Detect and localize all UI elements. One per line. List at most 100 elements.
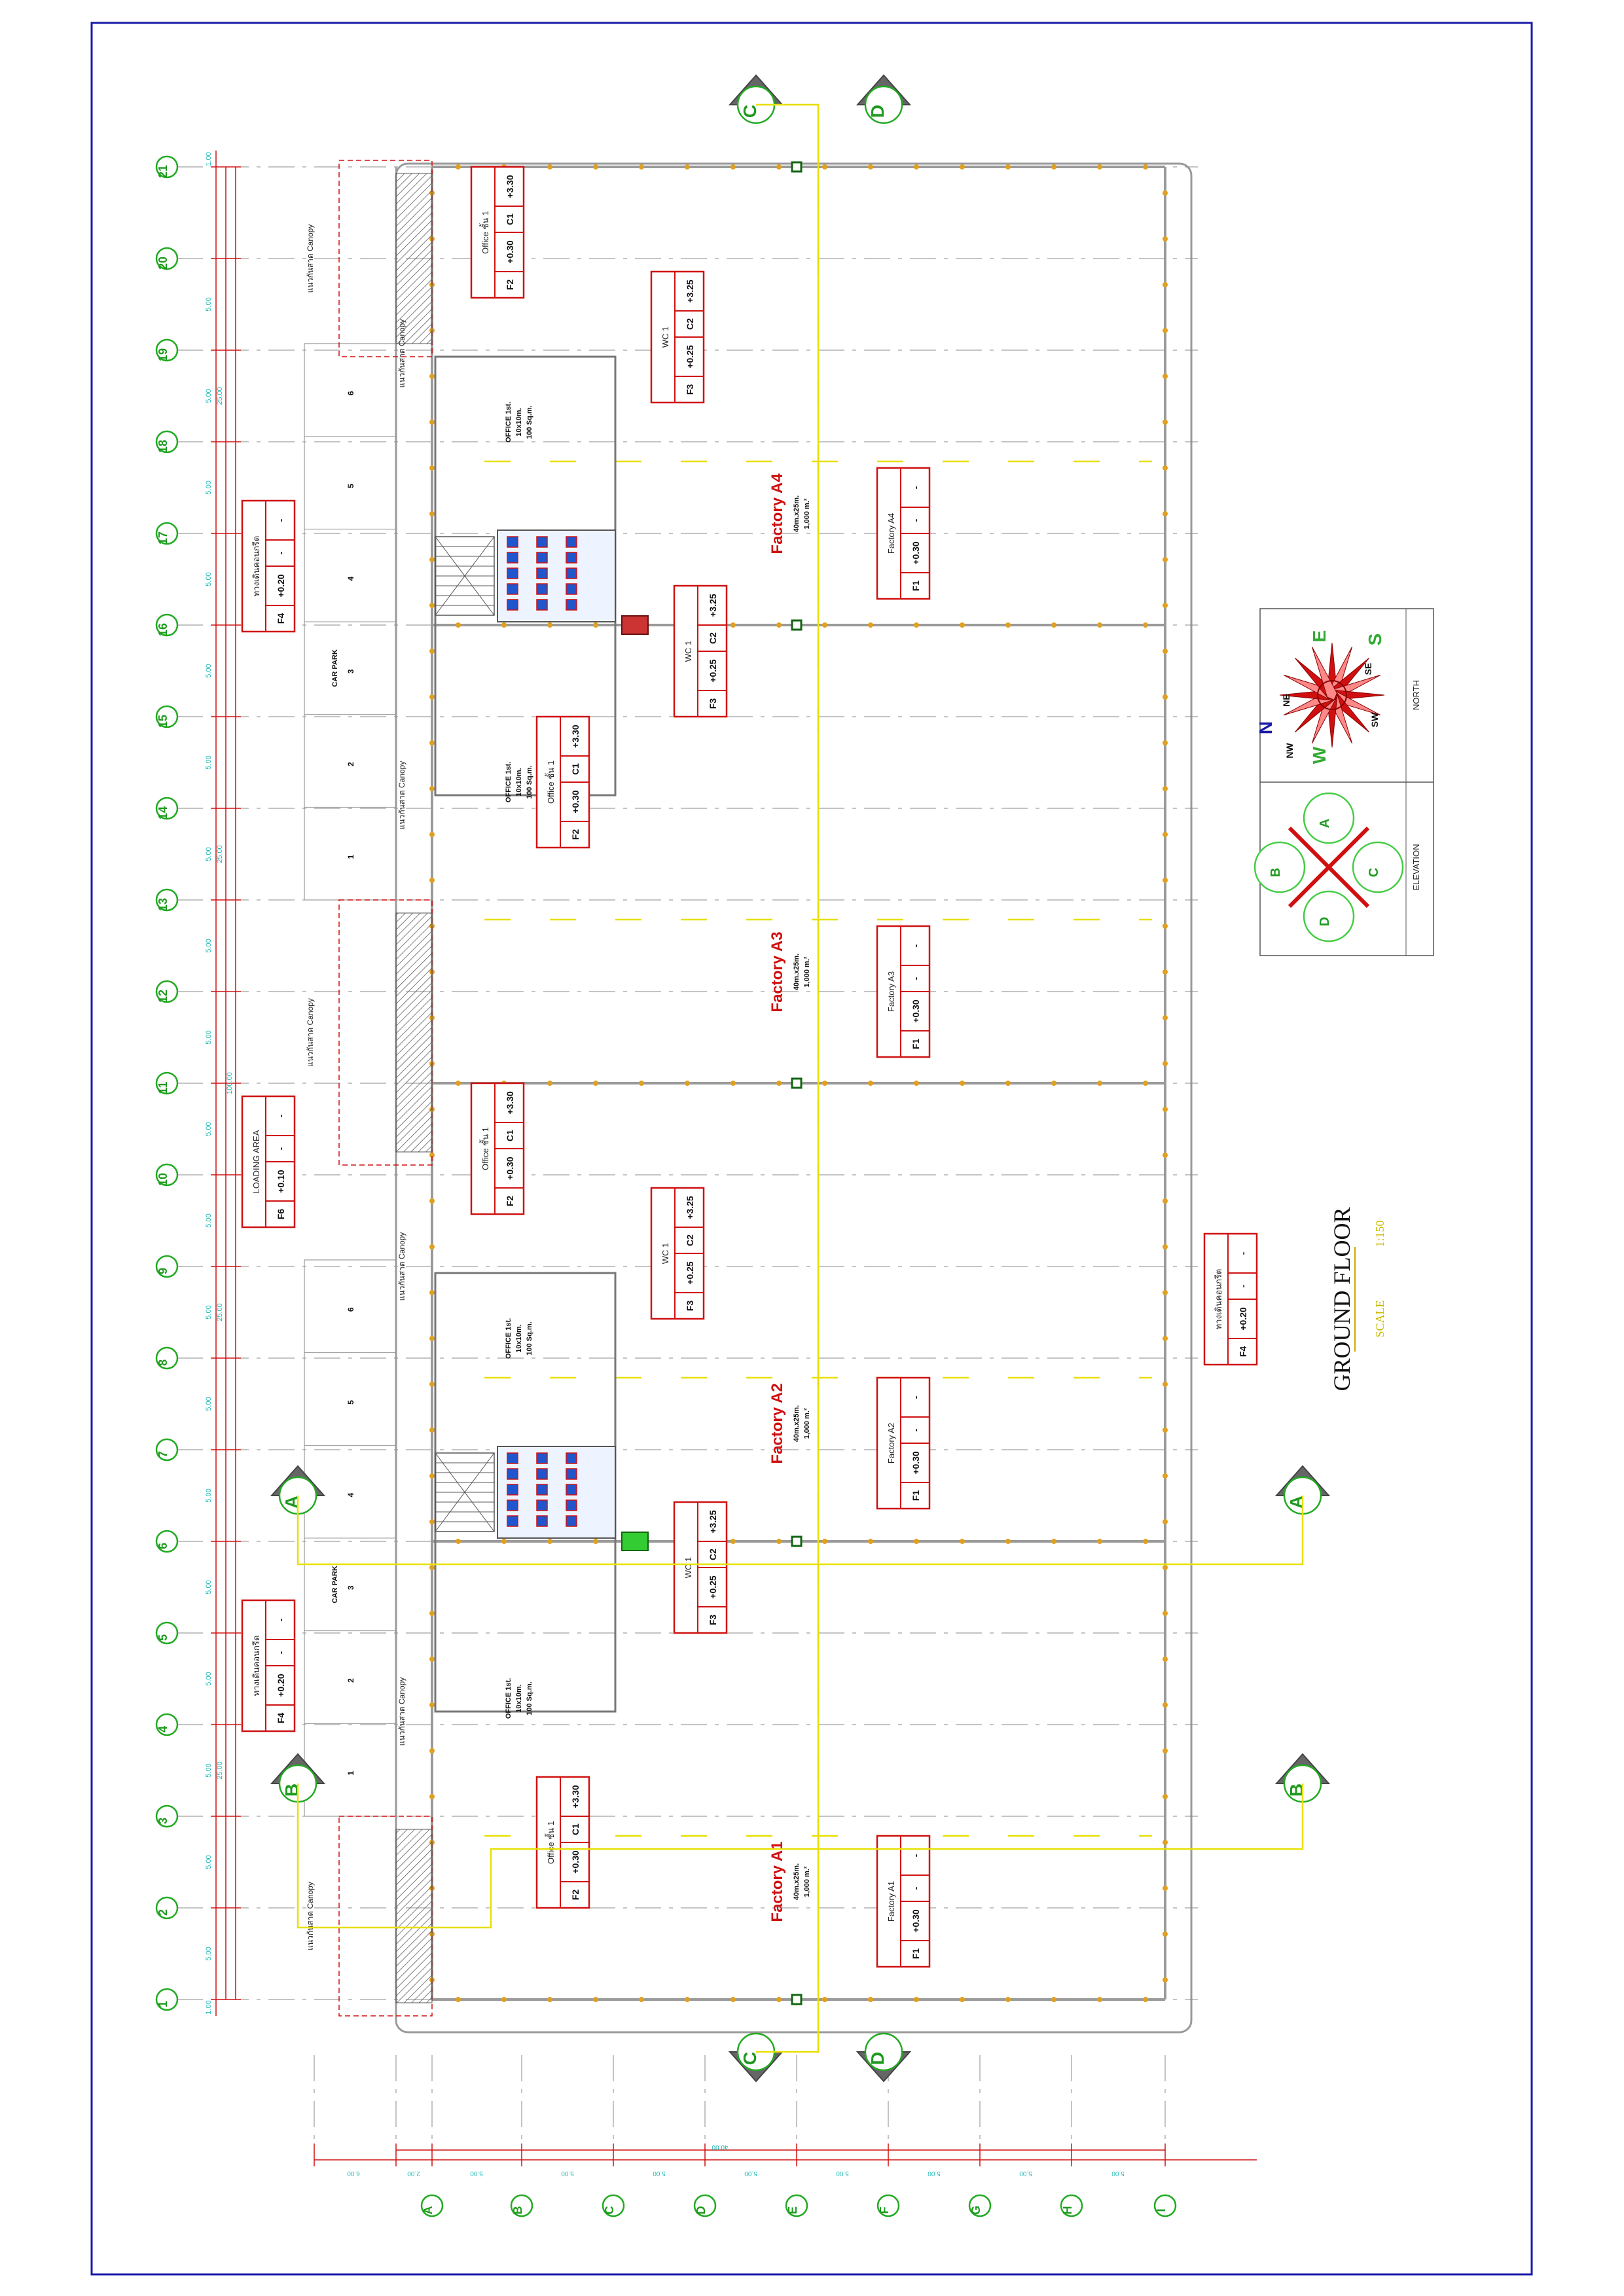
- column-mark-right: [1163, 557, 1168, 562]
- section-c-bottom: C: [728, 2032, 784, 2083]
- column-mark-right: [1163, 649, 1168, 654]
- wc-tag-0-cell-0: F3: [708, 1615, 718, 1626]
- walkway-tag-1: ทางเดินคอนกรีตF4+0.20--: [241, 499, 296, 633]
- column-mark-h0: [1051, 1997, 1056, 2002]
- walkway-tag-1-cell-1: +0.20: [276, 574, 286, 598]
- fixture-icon: [507, 536, 518, 548]
- factory-name-4: Factory A4: [768, 473, 786, 554]
- column-mark-left: [429, 1427, 435, 1433]
- fixture-icon: [566, 567, 577, 579]
- column-mark-h1: [960, 1539, 965, 1544]
- loading-tag-cell-1: +0.10: [276, 1170, 286, 1193]
- fixture-icon: [566, 583, 577, 595]
- wc-tag-1-cell-1: +0.25: [685, 1261, 695, 1285]
- grid-bubble-21: [155, 155, 179, 179]
- factory-tag-4-cell-3: -: [911, 486, 921, 489]
- grid-bubble-label-18: 18: [156, 440, 170, 453]
- dim-number-20: 1.00: [205, 152, 213, 166]
- fixture-icon: [566, 599, 577, 611]
- grid-col-bubble-label-B: B: [511, 2206, 524, 2215]
- column-mark-h1: [501, 1539, 507, 1544]
- dim-group-0: 25.00: [216, 1761, 224, 1780]
- dim-number-8: 5.00: [205, 1305, 213, 1319]
- fixture-icon: [507, 567, 518, 579]
- column-mark-h3: [1143, 622, 1148, 628]
- office-tag-1-cell-2: C1: [505, 1130, 515, 1141]
- sheet-frame: [90, 22, 1533, 2276]
- column-mark-right: [1163, 1061, 1168, 1066]
- dim-group-2: 25.00: [216, 845, 224, 863]
- dim-number-0: 1.00: [205, 2000, 213, 2014]
- grid-bubble-label-19: 19: [156, 348, 170, 361]
- column-mark-h0: [960, 1997, 965, 2002]
- walkway-tag-0-cell-0: F4: [276, 1713, 286, 1724]
- column-mark-left: [429, 1473, 435, 1479]
- column-mark-h4: [456, 164, 461, 170]
- office-tag-1-cell-0: F2: [505, 1196, 515, 1207]
- column-mark-h1: [822, 1539, 827, 1544]
- section-c-top: C: [728, 74, 784, 124]
- column-mark-h1: [1097, 1539, 1102, 1544]
- column-mark-h1: [868, 1539, 873, 1544]
- grid-bubble-label-3: 3: [156, 1818, 170, 1824]
- fixture-icon: [536, 567, 548, 579]
- dim-col-number-1: 2.00: [407, 2170, 420, 2177]
- office-tag-0-cell-3: +3.30: [570, 1785, 581, 1808]
- office-tag-0-cell-1: +0.30: [570, 1850, 581, 1874]
- compass-footer: NORTH: [1411, 680, 1421, 710]
- fixture-icon: [507, 1484, 518, 1496]
- column-mark-right: [1163, 1748, 1168, 1753]
- factory-tag-2-cell-3: -: [911, 1395, 921, 1399]
- main-column-2: [791, 1077, 803, 1089]
- column-mark-left: [429, 1794, 435, 1799]
- column-mark-h2: [822, 1081, 827, 1086]
- car-stall-number-1: 1: [346, 1771, 355, 1776]
- factory-name-1: Factory A1: [768, 1841, 786, 1922]
- dim-col-number-7: 5.00: [928, 2170, 941, 2177]
- fixture-icon: [507, 1452, 518, 1464]
- car-park-label: CAR PARK: [331, 649, 339, 687]
- column-mark-left: [429, 511, 435, 516]
- drawing-scale-label: SCALE: [1373, 1300, 1386, 1337]
- column-mark-right: [1163, 1886, 1168, 1891]
- walkway-tag-2-cell-0: F4: [1238, 1346, 1248, 1357]
- office-area-A1: 100 Sq.m.: [526, 1681, 533, 1715]
- column-mark-right: [1163, 1702, 1168, 1708]
- grid-bubble-label-11: 11: [156, 1081, 170, 1094]
- grid-col-bubble-I: [1153, 2194, 1177, 2217]
- column-mark-h3: [868, 622, 873, 628]
- office-size-A1: 10x10m.: [515, 1684, 523, 1712]
- column-mark-h0: [547, 1997, 552, 2002]
- walkway-tag-0-cell-3: -: [276, 1618, 286, 1621]
- grid-bubble-13: [155, 888, 179, 912]
- column-mark-h3: [456, 622, 461, 628]
- car-stall-number-5: 5: [346, 484, 355, 488]
- wc-tag-0-cell-1: +0.25: [708, 1575, 718, 1599]
- dim-number-5: 5.00: [205, 1580, 213, 1594]
- column-mark-right: [1163, 282, 1168, 287]
- wc-tag-3-room: WC 1: [660, 327, 670, 348]
- walkway-tag-0-room: ทางเดินคอนกรีต: [251, 1636, 261, 1696]
- car-stall-number-6: 6: [346, 1307, 355, 1312]
- dim-group-3: 25.00: [216, 387, 224, 405]
- fixture-icon: [507, 552, 518, 564]
- column-mark-right: [1163, 420, 1168, 425]
- wc-tag-3-cell-0: F3: [685, 384, 695, 395]
- fixture-icon: [536, 1452, 548, 1464]
- column-mark-left: [429, 1702, 435, 1708]
- walkway-tag-1-cell-3: -: [276, 518, 286, 522]
- grid-bubble-label-9: 9: [156, 1268, 170, 1274]
- grid-bubble-12: [155, 980, 179, 1003]
- column-mark-h2: [960, 1081, 965, 1086]
- column-mark-right: [1163, 832, 1168, 837]
- column-mark-h3: [547, 622, 552, 628]
- fixture-icon: [507, 599, 518, 611]
- dim-number-15: 5.00: [205, 664, 213, 677]
- factory-tag-2-cell-1: +0.30: [911, 1451, 921, 1475]
- office-size-B0: 10x10m.: [515, 408, 523, 436]
